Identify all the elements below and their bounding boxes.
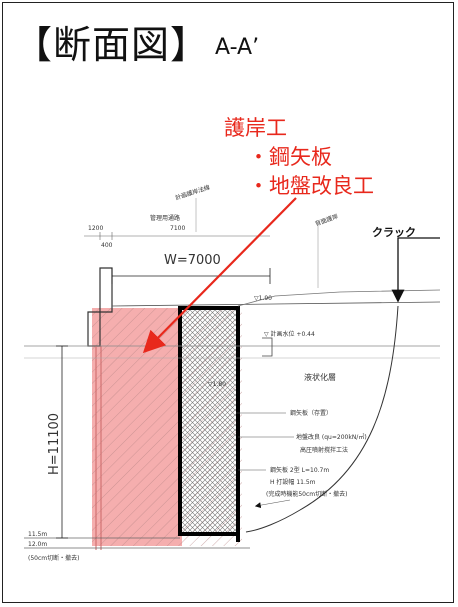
dim-1200: 1200 [88, 225, 103, 232]
bottom-label-1: 11.5m [28, 531, 47, 538]
bottom-label-2: 12.0m [28, 541, 47, 548]
callout-ground-improve-2: 高圧噴射撹拌工法 [300, 446, 348, 454]
width-label: W=7000 [164, 253, 221, 268]
section-title: 【断面図】A-A’ [14, 14, 259, 69]
sheet-pile-block [178, 306, 240, 536]
top-label-1: 計画護岸法線 [174, 183, 211, 202]
small-arrow [254, 499, 291, 509]
figure-frame [2, 2, 454, 603]
callout-pile-spec: 鋼矢板 2型 L=10.7m [270, 466, 329, 474]
level-1-80: ▽1.80 [208, 381, 226, 388]
liquefaction-label: 液状化層 [304, 372, 336, 382]
dim-400: 400 [101, 242, 113, 249]
slip-curve [245, 305, 399, 533]
slope-bracket [262, 337, 273, 357]
embankment-slope [237, 289, 441, 307]
annotation-heading: 護岸工 [224, 116, 287, 140]
annotation-arrow [142, 197, 297, 354]
callout-ground-improve: 地盤改良 (qu=200kN/㎡) [296, 433, 367, 441]
callout-sheet-pile: 鋼矢板（存置） [290, 409, 332, 417]
level-1-90: ▽1.90 [254, 295, 272, 302]
crack-label: クラック [372, 226, 416, 239]
top-label-3: 背面護岸 [314, 212, 339, 228]
annotation-item-ground-improvement: ・地盤改良工 [248, 174, 374, 198]
top-label-2: 管理用通路 [150, 214, 180, 222]
crack-leader [391, 237, 440, 303]
height-label: H=11100 [47, 413, 62, 475]
water-level: ▽ 計画水位 +0.44 [264, 330, 315, 338]
callout-note: (完成時機能50cm切断・撤去) [266, 490, 347, 498]
section-title-main: 【断面図】 [14, 23, 210, 67]
bottom-label-3: (50cm切断・撤去) [28, 554, 79, 562]
annotation-item-steel-sheet-pile: ・鋼矢板 [248, 145, 332, 169]
dim-7100: 7100 [170, 225, 185, 232]
callout-pile-spec-2: H 打設幅 11.5m [270, 478, 316, 486]
section-title-sub: A-A’ [215, 35, 260, 60]
surface-line [111, 301, 441, 307]
